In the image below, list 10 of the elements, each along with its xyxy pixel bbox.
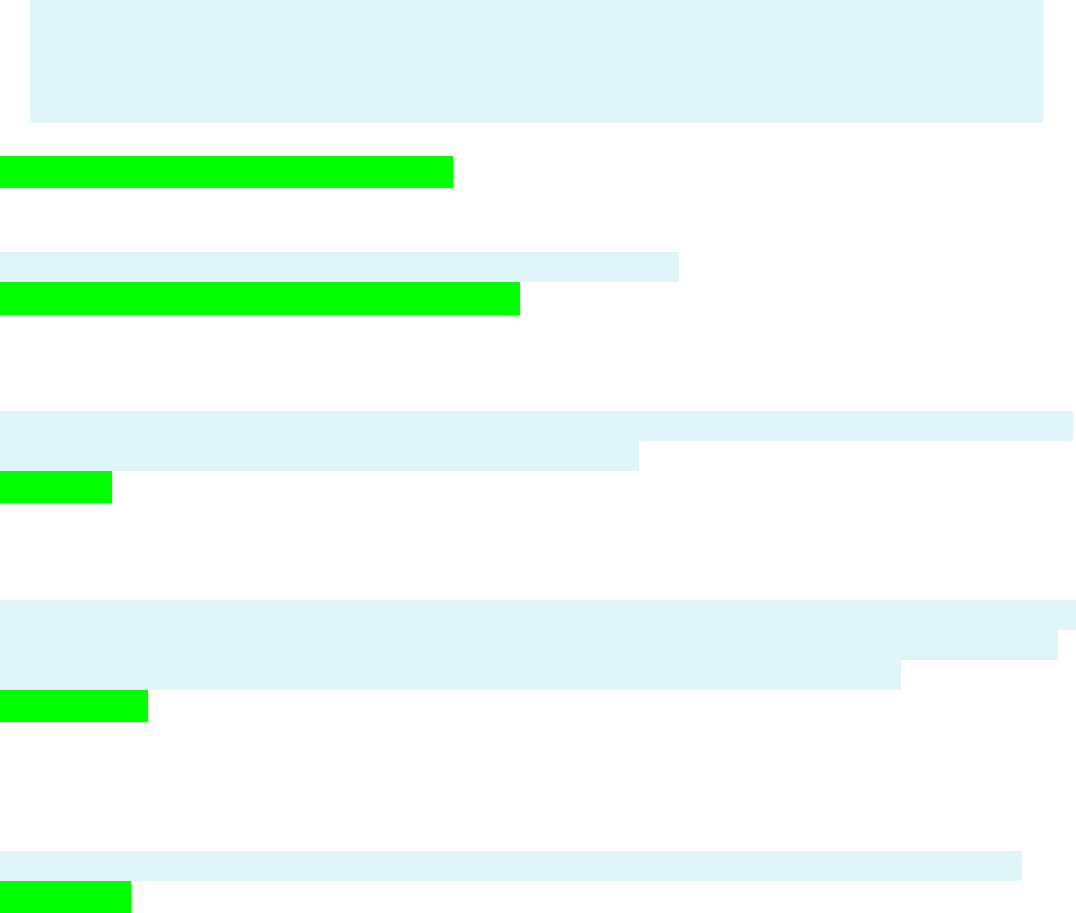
highlight-bar — [0, 690, 148, 722]
highlight-bar — [0, 600, 1076, 690]
highlight-bar — [0, 252, 679, 282]
highlight-bar — [0, 411, 1073, 471]
highlight-bar — [0, 156, 453, 188]
highlight-bar — [0, 282, 520, 315]
highlight-bar — [0, 851, 1022, 881]
highlight-bar — [0, 881, 131, 913]
highlight-bar — [30, 0, 1043, 123]
highlight-bar — [0, 471, 112, 503]
